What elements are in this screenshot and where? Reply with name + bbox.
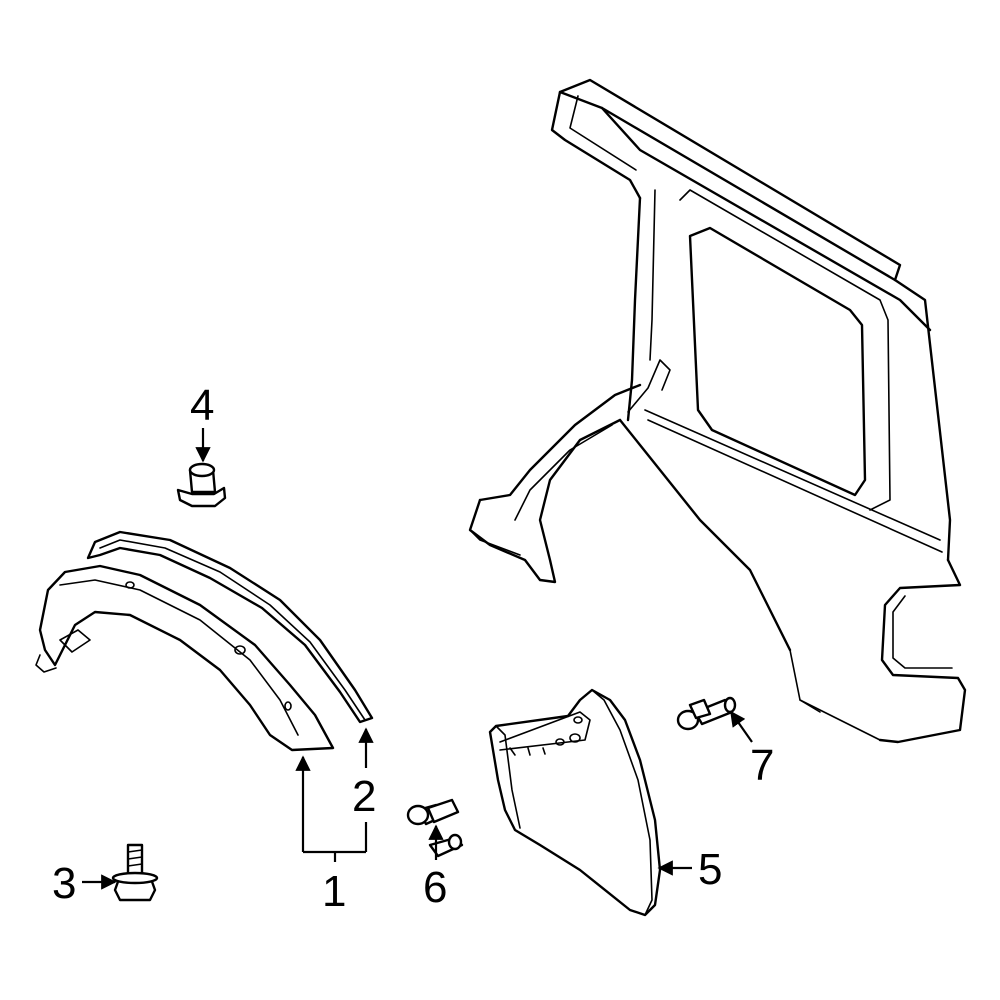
flange-bolt xyxy=(111,843,159,902)
push-nut-grommet xyxy=(176,462,227,508)
callout-2: 2 xyxy=(352,772,376,821)
flare-molding-strip xyxy=(86,530,374,724)
callout-3: 3 xyxy=(52,859,76,908)
quarter-panel xyxy=(468,78,967,744)
callout-6: 6 xyxy=(423,863,447,912)
callout-7: 7 xyxy=(750,741,774,790)
push-clip-7 xyxy=(676,696,737,731)
push-clip-6 xyxy=(406,798,464,858)
wheel-opening-flare xyxy=(35,564,335,752)
callout-leaders xyxy=(82,428,753,890)
callout-1: 1 xyxy=(322,867,346,916)
mud-flap xyxy=(488,688,662,917)
callout-5: 5 xyxy=(698,845,722,894)
callout-4: 4 xyxy=(190,381,214,430)
callout-numbers: 1 2 3 4 5 6 7 xyxy=(52,381,774,916)
